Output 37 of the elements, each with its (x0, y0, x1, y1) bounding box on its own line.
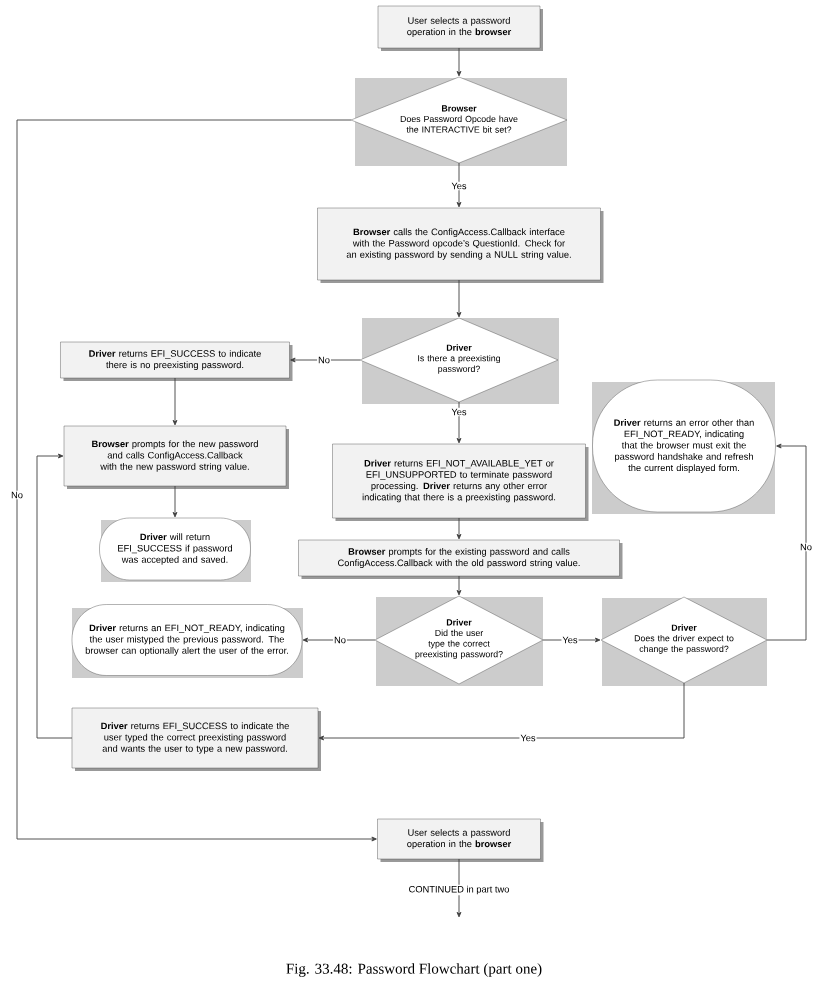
arrow (290, 357, 361, 363)
edge-label: Yes (450, 181, 468, 191)
arrow (456, 517, 462, 540)
process-box: Browser prompts for the new password and calls ConfigAccess.Callback with the new password string value. (63, 425, 289, 489)
arrow (456, 279, 462, 318)
arrow (456, 401, 462, 444)
arrow (16, 119, 377, 842)
edge-label: CONTINUED in part two (407, 884, 511, 896)
process-box: Driver returns EFI_NOT_AVAILABLE_YET or EFI_UNSUPPORTED to terminate password processing. Driver returns any other error indicating that there is a preexisting password. (332, 443, 589, 521)
terminal-box: Driver returns an EFI_NOT_READY, indicating the user mistyped the previous password. The browser can optionally alert the user of the error. (71, 604, 303, 678)
arrow (456, 162, 462, 208)
process-box: Driver returns EFI_SUCCESS to indicate there is no preexisting password. (60, 341, 293, 381)
edge-label: No (799, 542, 813, 552)
arrow (172, 485, 178, 518)
process-box: User selects a password operation in the browser (377, 818, 544, 862)
edge-label: Yes (519, 733, 537, 743)
process-box: Browser calls the ConfigAccess.Callback interface with the Password opcode’s QuestionId. Check for an existing password by sending a NULL string value. (317, 207, 604, 283)
process-box: Driver returns EFI_SUCCESS to indicate the user typed the correct preexisting password and wants the user to type a new password. (71, 707, 321, 771)
arrow (542, 637, 601, 643)
edge-label: No (333, 635, 347, 645)
process-box: User selects a password operation in the browser (377, 5, 543, 51)
arrow (172, 377, 178, 426)
arrow (302, 637, 376, 643)
edge-label: Yes (561, 635, 579, 645)
arrow (456, 47, 462, 77)
caption: Fig. 33.48: Password Flowchart (part one) (286, 963, 542, 977)
terminal-box: Driver will return EFI_SUCCESS if password was accepted and saved. (99, 517, 251, 582)
arrow (36, 453, 73, 739)
arrow (456, 575, 462, 596)
edge-label: No (10, 490, 24, 500)
terminal-box: Driver returns an error other than EFI_NOT_READY, indicating that the browser must exit the password handshake and refresh the current displayed form. (592, 379, 776, 514)
edge-label: No (317, 355, 331, 365)
process-box: Browser prompts for the existing password and calls ConfigAccess.Callback with the old password string value. (298, 539, 623, 579)
arrow (318, 682, 685, 741)
edge-label: Yes (450, 407, 468, 417)
arrow (456, 858, 462, 918)
arrow (766, 443, 807, 641)
